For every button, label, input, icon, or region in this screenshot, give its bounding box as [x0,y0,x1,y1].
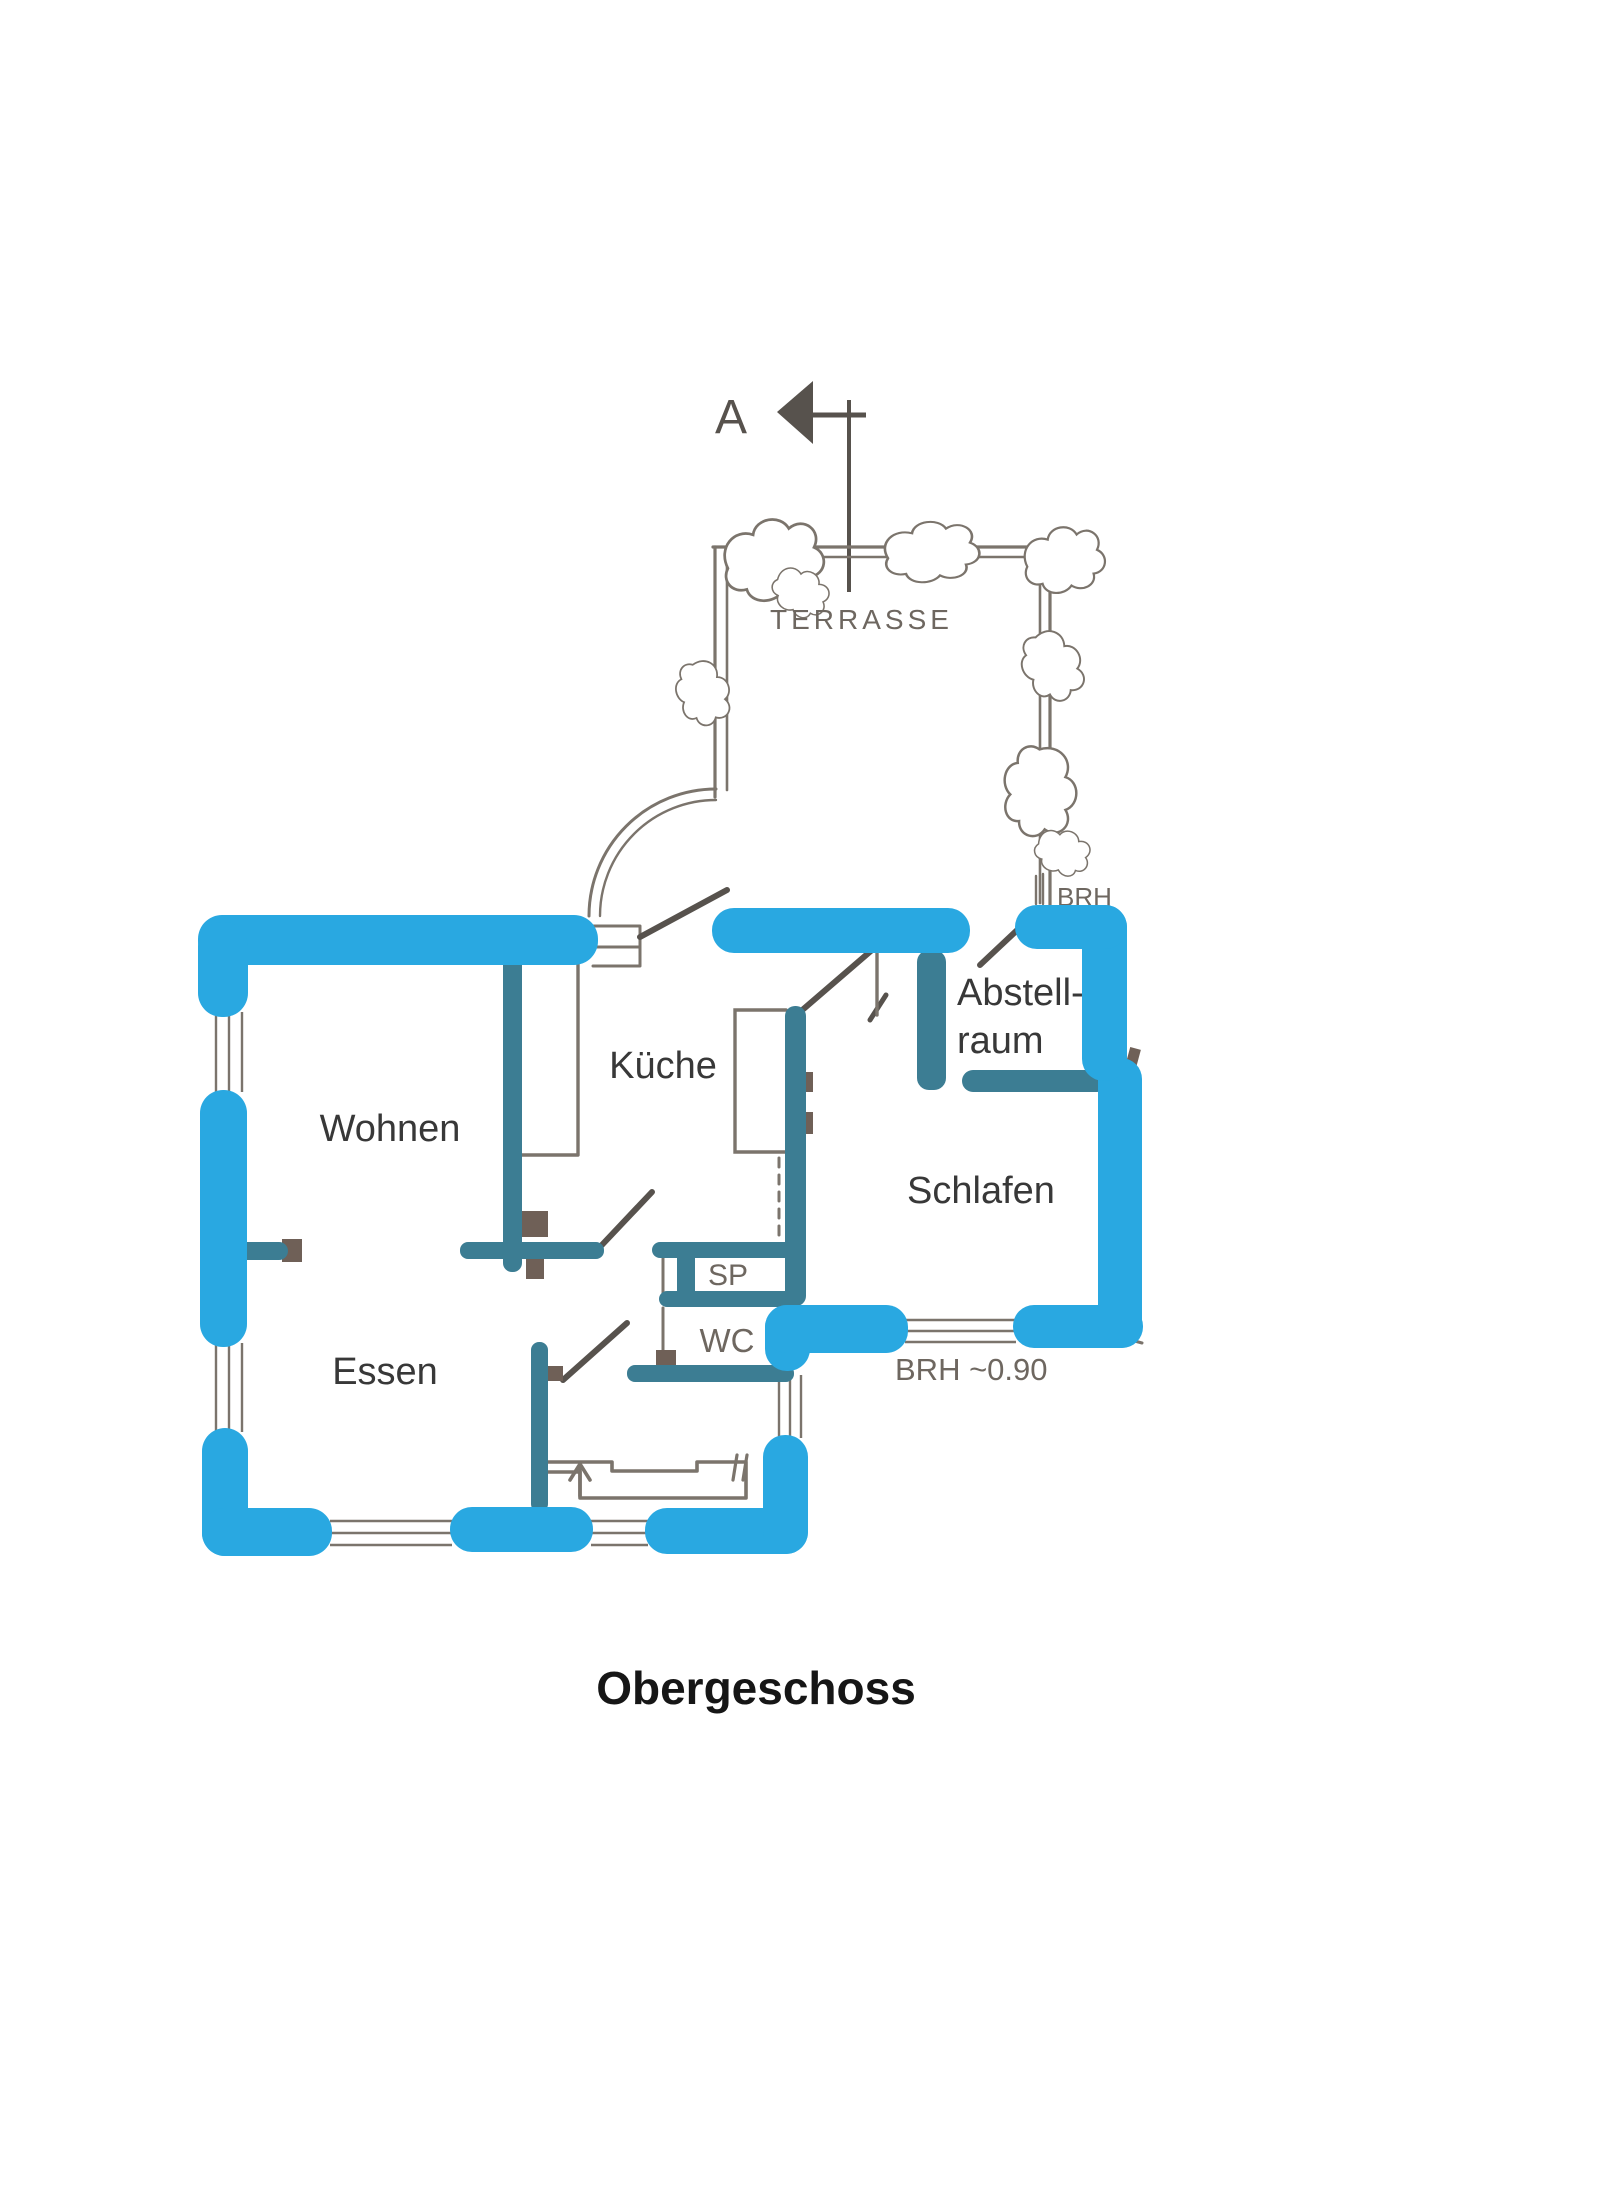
room-labels: Wohnen Essen Küche Schlafen Abstell- rau… [320,972,1084,1393]
window-bottom-middle [591,1519,648,1547]
stairs-outline [543,1460,748,1500]
hinge-mark [805,1072,813,1092]
hall-door-leaf [597,1189,655,1250]
blue-wall-west-1 [198,922,248,1017]
label-kueche: Küche [609,1045,717,1087]
teal-wall-sp-top [652,1242,794,1258]
entrance-door-arc-outer [587,787,718,918]
blue-wall-south-2 [450,1507,593,1552]
teal-wall-hall-bar [460,1242,604,1259]
label-sp: SP [708,1259,748,1292]
windows [214,1012,1016,1547]
blue-wall-stair-east [763,1435,808,1554]
teal-wall-kitchen [785,1006,806,1306]
wall-chip [656,1350,676,1367]
stairs-break-tick [741,1453,749,1482]
plant-blob [771,567,830,619]
plant-blob [1033,829,1091,877]
hinge-mark [805,1112,813,1134]
blue-wall-top-west [198,915,598,965]
kitchen-fixture-box [733,1008,788,1154]
label-wohnen: Wohnen [320,1108,461,1150]
duct-box-lines [520,955,580,1157]
terrace: TERRASSE BRH [587,518,1112,918]
entrance-door-arc-inner [598,798,718,918]
blue-wall-bedroom-east [1098,1058,1142,1348]
plant-blob [675,660,731,727]
kitchen-door-leaf [797,947,875,1015]
plant-blob [883,520,981,584]
stairs [543,1453,749,1500]
window-stair-side [777,1375,803,1438]
label-schlafen: Schlafen [907,1170,1055,1212]
section-cut-mark: A [715,381,866,592]
blue-wall-west-2 [200,1090,247,1347]
teal-wall-sp-bottom [659,1291,794,1307]
window-bedroom-south [905,1318,1016,1344]
teal-wall-wc-bottom [627,1365,794,1382]
stairs-arrow-head [568,1462,592,1482]
highlighted-walls [198,905,1143,1556]
teal-wall-storage-left [917,950,946,1090]
plant-blob [1020,630,1085,702]
wall-chip [526,1257,544,1279]
plant-blob [1023,526,1106,595]
section-arrow-icon [777,381,813,444]
wall-chip [520,1211,548,1237]
plant-blob [1003,745,1078,838]
blue-wall-south-1 [202,1508,332,1556]
blue-wall-bedroom-south-west [765,1305,908,1353]
teal-wall-essen-stub [531,1342,548,1512]
window-bottom-left [330,1519,452,1547]
label-abstellraum-line2: raum [957,1020,1044,1062]
label-essen: Essen [332,1351,438,1393]
blue-wall-storage-top [1015,905,1127,949]
teal-wall-west-stub [234,1242,288,1260]
teal-wall-storage-bottom [962,1070,1108,1092]
terrace-label: TERRASSE [770,604,953,635]
label-brh-value: BRH ~0.90 [895,1352,1048,1387]
label-abstellraum-line1: Abstell- [957,972,1084,1014]
section-label-text: A [715,391,747,444]
teal-wall-sp-left [677,1244,695,1304]
terrace-plants [675,518,1106,877]
page-title: Obergeschoss [596,1662,916,1714]
teal-wall-wohnen-divider [503,950,522,1272]
blue-wall-top-east [712,908,970,953]
label-wc: WC [700,1322,755,1359]
stairs-break-tick [731,1453,739,1482]
window-left-upper [214,1012,244,1092]
wall-chip [282,1239,302,1262]
essen-door-leaf [560,1320,630,1383]
teal-walls [234,950,1108,1512]
window-left-lower [214,1343,244,1432]
entrance-door-leaf [637,887,730,940]
entrance-threshold [591,924,642,968]
